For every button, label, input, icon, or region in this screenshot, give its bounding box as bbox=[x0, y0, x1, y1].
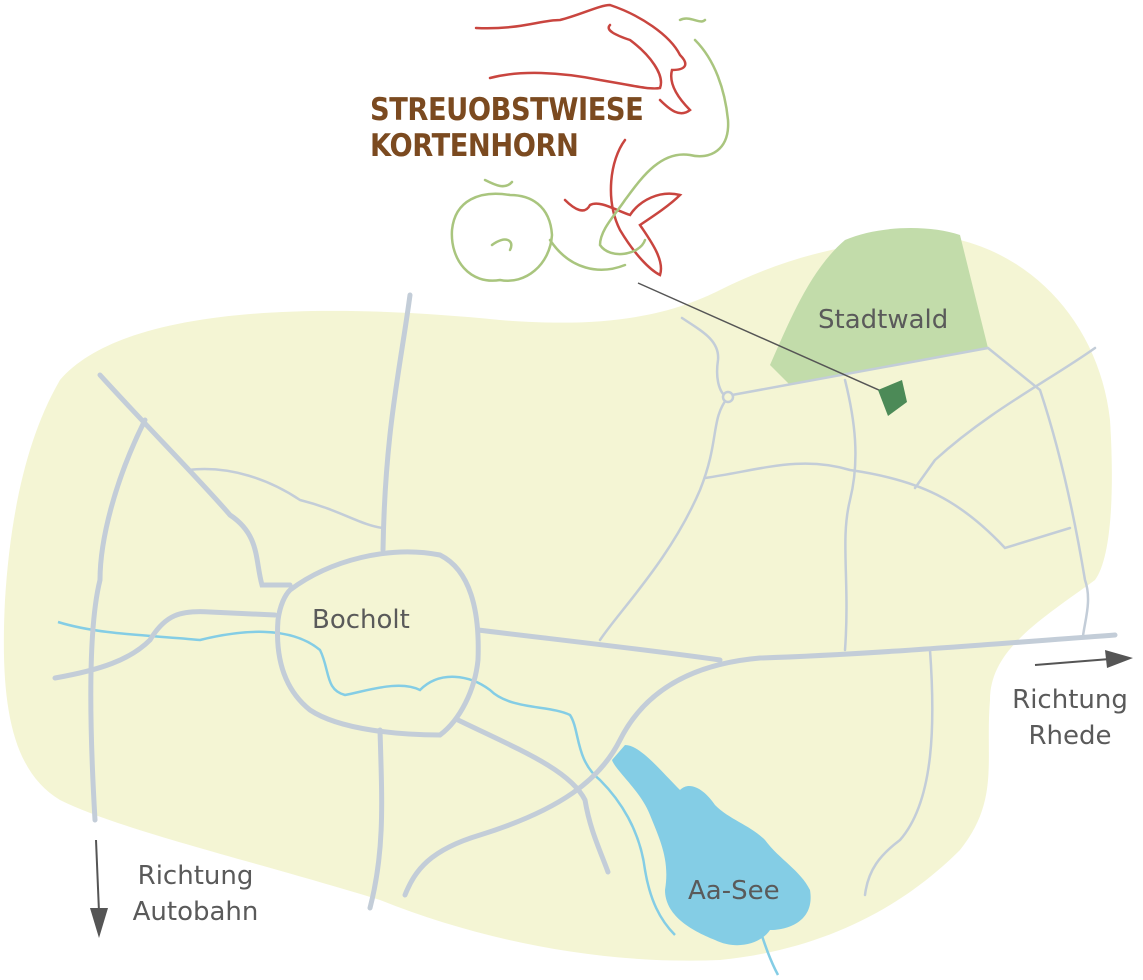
roads-major bbox=[52, 292, 1118, 911]
city-label: Bocholt bbox=[312, 605, 410, 635]
direction-south-label: Richtung Autobahn bbox=[118, 858, 273, 930]
logo-line-1: STREUOBSTWIESE bbox=[370, 92, 644, 128]
direction-south-line-2: Autobahn bbox=[132, 897, 259, 927]
arrow-east-icon bbox=[1034, 650, 1133, 668]
logo-text: STREUOBSTWIESE KORTENHORN bbox=[370, 92, 644, 164]
direction-south-line-1: Richtung bbox=[137, 861, 254, 891]
ring-road bbox=[275, 549, 481, 738]
lake-aa-see bbox=[612, 745, 811, 946]
lake-label: Aa-See bbox=[688, 876, 780, 906]
rivers bbox=[57, 620, 780, 976]
orchard-marker[interactable] bbox=[878, 380, 907, 416]
pointer-line bbox=[637, 282, 891, 396]
direction-east-line-2: Rhede bbox=[1028, 721, 1112, 751]
forest-label: Stadtwald bbox=[818, 305, 949, 335]
direction-east-line-1: Richtung bbox=[1012, 685, 1128, 715]
land-area bbox=[3, 239, 1112, 961]
roads-minor bbox=[186, 316, 1097, 897]
forest-stadtwald bbox=[770, 228, 988, 385]
logo-line-2: KORTENHORN bbox=[370, 128, 579, 164]
logo-illustration bbox=[450, 3, 730, 283]
arrow-south-icon bbox=[90, 839, 108, 938]
direction-east-label: Richtung Rhede bbox=[1000, 682, 1140, 754]
